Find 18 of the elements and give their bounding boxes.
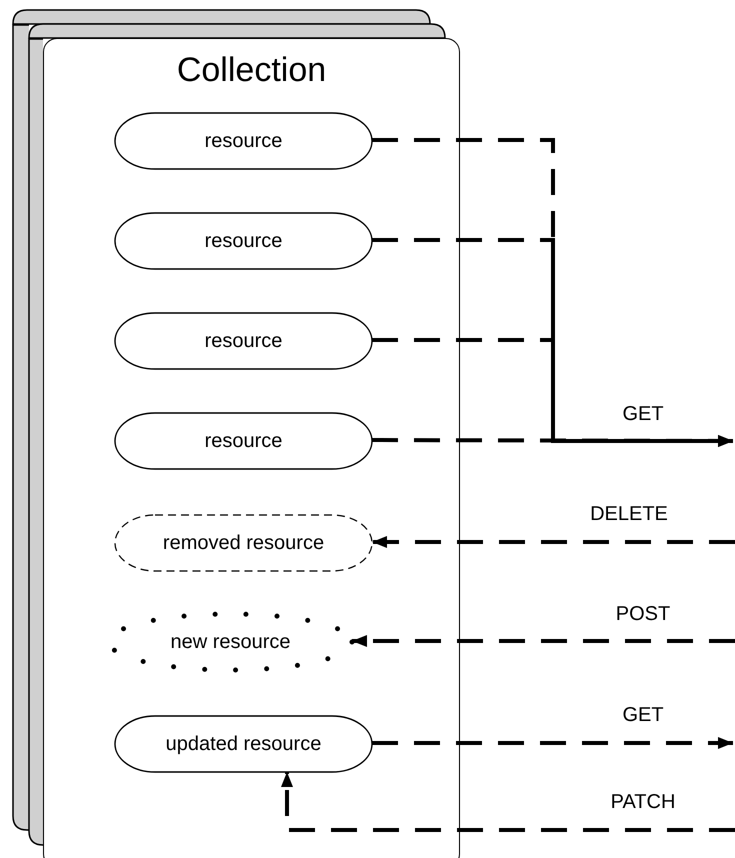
resource-label: resource [204, 430, 282, 452]
resource-label: resource [204, 330, 282, 352]
dashed-arrow [352, 635, 735, 647]
resource-label: resource [204, 130, 282, 152]
dashed-arrow [372, 536, 735, 548]
dashed-arrow [372, 434, 733, 447]
resource-label: updated resource [166, 732, 322, 756]
resource-label: new resource [170, 630, 291, 654]
edge-label: PATCH [610, 791, 676, 814]
edge-label: GET [622, 403, 664, 426]
edge-label: POST [616, 603, 670, 626]
edge-label: DELETE [590, 503, 668, 526]
resource-label: removed resource [162, 532, 324, 554]
edge-label: GET [622, 704, 664, 727]
dashed-arrow [281, 772, 735, 832]
dashed-arrow [372, 737, 733, 749]
collection-title: Collection [176, 51, 328, 90]
resource-label: resource [204, 230, 282, 252]
